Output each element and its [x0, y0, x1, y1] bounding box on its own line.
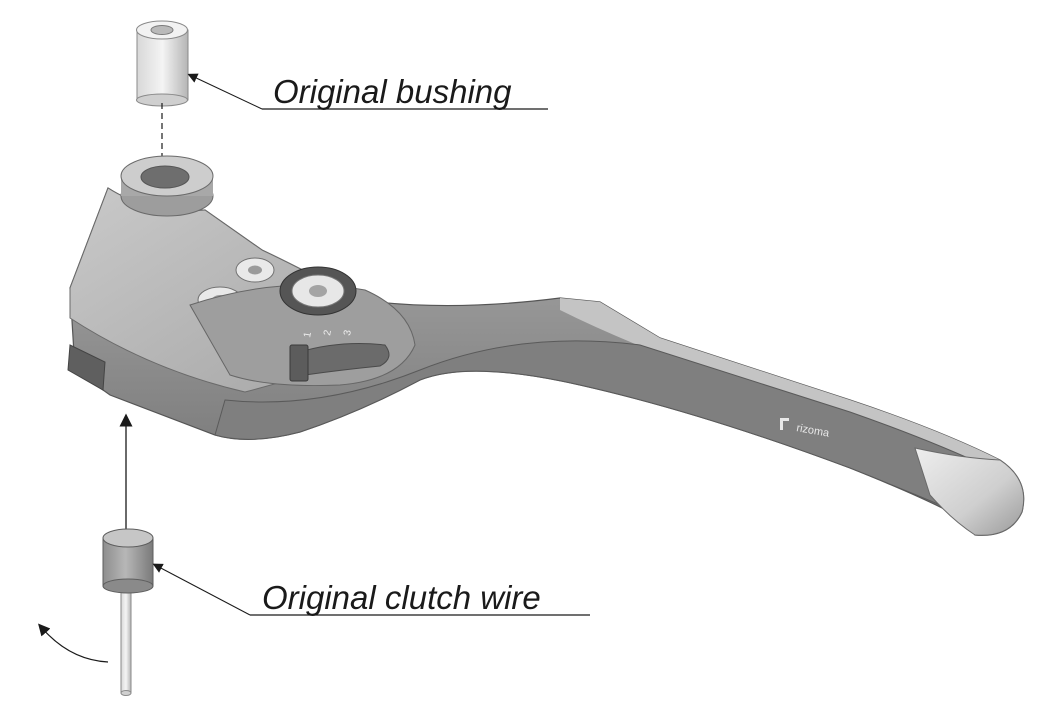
- bushing-body: [136, 29, 189, 101]
- bushing-label: Original bushing: [273, 73, 512, 110]
- adjuster-position-2: 2: [322, 329, 334, 337]
- adjuster-knob-socket: [309, 285, 327, 297]
- cable-slot: [67, 344, 106, 391]
- adjuster-slot: [299, 343, 390, 376]
- adjuster-indicator: [289, 344, 309, 382]
- clutch-wire-leader-line: [152, 563, 251, 616]
- bushing-bore: [150, 25, 174, 35]
- brand-logo: [780, 418, 789, 430]
- bushing-leader-line: [187, 73, 263, 110]
- bushing-part: [136, 20, 189, 107]
- wire-barrel-bottom: [102, 578, 154, 594]
- wire-barrel-top: [102, 528, 154, 548]
- wire-barrel-body: [102, 537, 154, 587]
- adjuster-position-1: 1: [302, 331, 314, 339]
- rotation-arrow: [38, 623, 109, 663]
- lever-side-band: [214, 340, 991, 521]
- clutch-wire-part: [102, 528, 154, 696]
- clutch-lever: 1 2 3 rizoma: [67, 155, 1025, 536]
- adjuster-position-3: 3: [342, 329, 354, 337]
- pivot-hole: [140, 165, 190, 189]
- brand-text: rizoma: [795, 422, 830, 440]
- lever-tip: [914, 447, 1025, 536]
- clutch-wire-label: Original clutch wire: [262, 579, 541, 616]
- wire-cable-end: [120, 690, 132, 696]
- bolt-socket-1: [248, 265, 262, 275]
- lever-blade-highlight: [560, 298, 1000, 468]
